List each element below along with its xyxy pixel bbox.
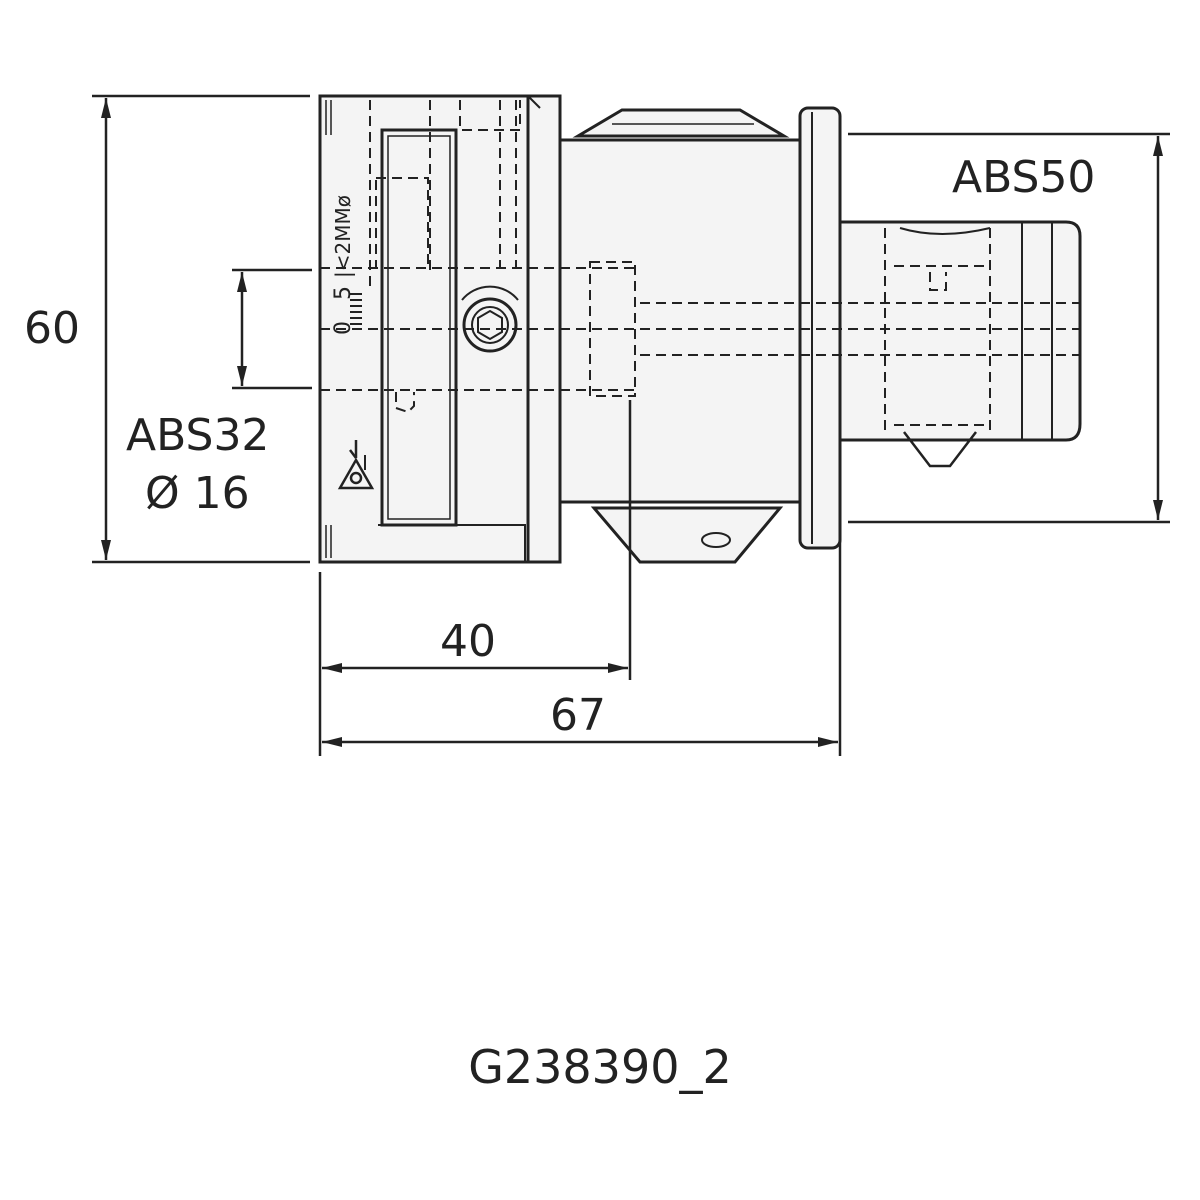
scale-mark-5: 5 [331,286,356,300]
dim-40-label: 40 [440,616,496,667]
adjusting-screw-icon [461,285,519,353]
insert-triangle-icon [337,440,375,490]
scale-mark-0: 0 [331,321,356,335]
scale-range-label: |<2MMø [331,195,355,278]
dim-60-label: 60 [24,303,80,354]
hidden-lines [320,100,1080,432]
diameter-16-label: Ø 16 [145,468,250,519]
clamp-screw-top [572,108,790,138]
dimension-lines [92,94,1170,756]
abs50-label: ABS50 [952,152,1095,203]
abs32-label: ABS32 [126,410,269,461]
drawing-code: G238390_2 [468,1040,732,1094]
scale-labels: 0 5 |<2MMø [331,195,356,335]
graduation-scale [350,293,362,325]
tool-body [318,94,1082,564]
dim-67-label: 67 [550,690,606,741]
neck-section [558,108,802,564]
knurled-edge [325,100,332,558]
clamp-screw-bottom [590,506,784,564]
shank-section [838,220,1082,468]
